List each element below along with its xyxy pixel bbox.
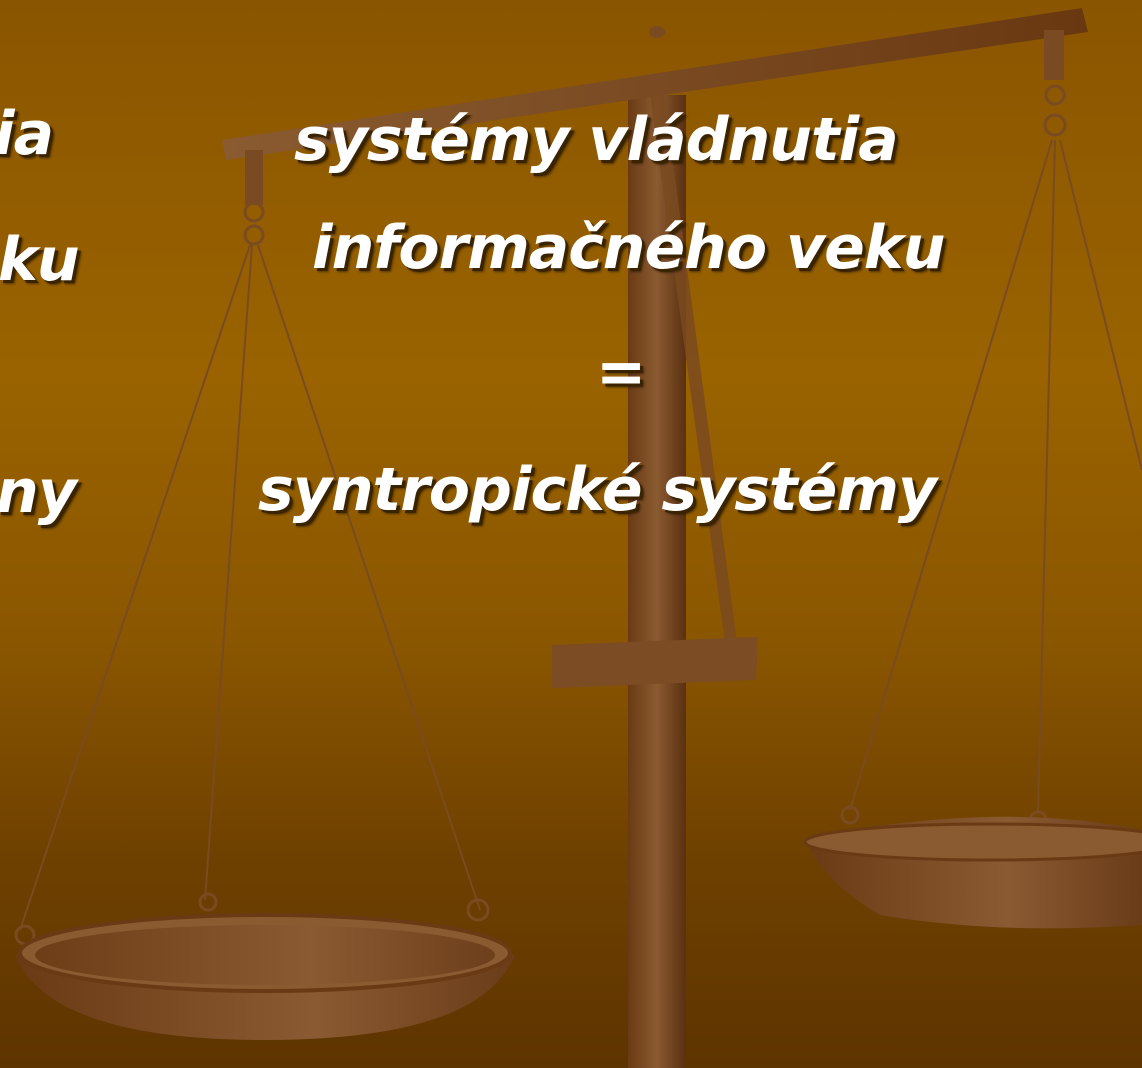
scale-beam: [222, 8, 1088, 160]
equals-sign: =: [596, 337, 646, 407]
right-text-line-3: syntropické systémy: [258, 455, 937, 525]
right-text-line-2: informačného veku: [312, 213, 945, 283]
left-text-line-3: ny: [0, 457, 77, 527]
scale-crossbar: [552, 637, 758, 688]
left-text-line-1: ia: [0, 99, 54, 169]
scale-pointer: [650, 95, 738, 650]
right-text-line-1: systémy vládnutia: [294, 105, 899, 175]
left-text-line-2: ku: [0, 225, 80, 295]
